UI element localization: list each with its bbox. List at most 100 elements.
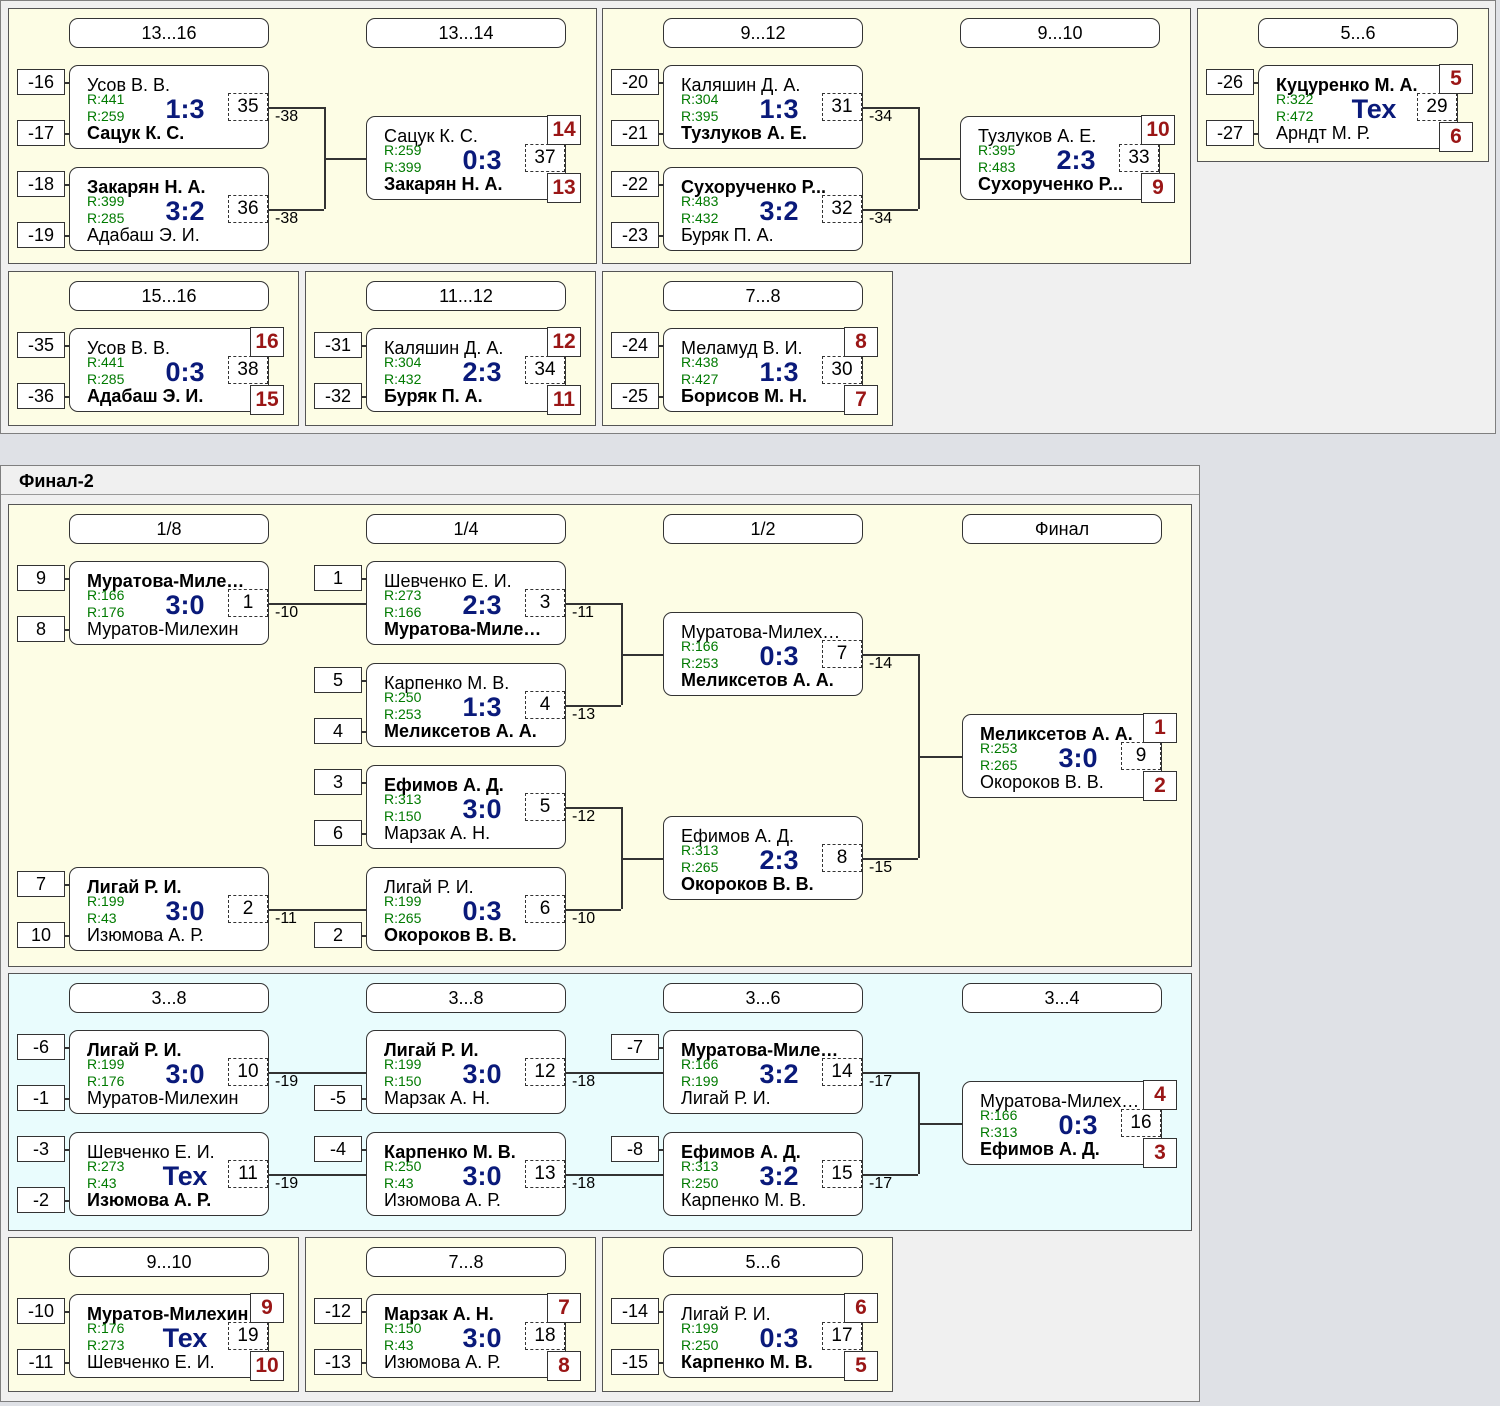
player-rating: R:265: [980, 757, 1018, 773]
player-name[interactable]: Ефимов А. Д.: [980, 1139, 1100, 1159]
bracket-line: [659, 1311, 663, 1313]
player-name[interactable]: Изюмова А. Р.: [384, 1190, 501, 1210]
player-name[interactable]: Окороков В. В.: [681, 874, 814, 894]
seed-box: -23: [611, 222, 659, 248]
seed-box: -24: [611, 332, 659, 358]
player-rating: R:441: [87, 354, 125, 370]
player-name[interactable]: Адабаш Э. И.: [87, 386, 204, 406]
match-number: 8: [822, 844, 862, 872]
match-score: 3:2: [759, 1161, 799, 1191]
player-name[interactable]: Карпенко М. В.: [681, 1352, 813, 1372]
bracket-line: [621, 654, 663, 656]
loser-destination: -38: [275, 210, 299, 227]
player-name[interactable]: Окороков В. В.: [980, 772, 1104, 792]
player-rating: R:43: [384, 1337, 414, 1353]
bracket-line: [362, 1311, 366, 1313]
round-label: 3...8: [69, 983, 269, 1013]
match-number: 7: [822, 640, 862, 668]
player-rating: R:313: [980, 1124, 1018, 1140]
seed-box: -22: [611, 171, 659, 197]
seed-box: -14: [611, 1298, 659, 1324]
loser-destination: -38: [275, 108, 299, 125]
player-name[interactable]: Шевченко Е. И.: [87, 1352, 215, 1372]
seed-box: 8: [17, 616, 65, 642]
player-rating: R:265: [681, 859, 719, 875]
player-name[interactable]: Муратов-Милехин: [87, 1088, 239, 1108]
player-name[interactable]: Закарян Н. А.: [384, 174, 503, 194]
player-name[interactable]: Муратова-Милехина: [384, 619, 550, 639]
player-name[interactable]: Адабаш Э. И.: [87, 225, 200, 245]
player-name[interactable]: Окороков В. В.: [384, 925, 517, 945]
round-label: 1/8: [69, 514, 269, 544]
bracket-line: [362, 935, 366, 937]
player-name[interactable]: Буряк П. А.: [384, 386, 483, 406]
player-name[interactable]: Меликсетов А. А.: [384, 721, 537, 741]
match-number: 36: [228, 195, 268, 223]
player-rating: R:199: [681, 1320, 719, 1336]
player-name[interactable]: Изюмова А. Р.: [87, 1190, 212, 1210]
bracket-line: [65, 82, 69, 84]
player-name[interactable]: Тузлуков А. Е.: [681, 123, 807, 143]
place-badge: 10: [250, 1351, 284, 1381]
player-name[interactable]: Арндт М. Р.: [1276, 123, 1371, 143]
player-rating: R:166: [87, 587, 125, 603]
bracket-line: [362, 1362, 366, 1364]
player-name[interactable]: Сухорученко Р...: [978, 174, 1123, 194]
player-name[interactable]: Сацук К. С.: [87, 123, 185, 143]
loser-destination: -19: [275, 1073, 299, 1090]
match-number: 11: [228, 1160, 268, 1188]
player-name[interactable]: Карпенко М. В.: [681, 1190, 807, 1210]
player-name[interactable]: Меликсетов А. А.: [681, 670, 834, 690]
player-rating: R:438: [681, 354, 719, 370]
bracket-line: [65, 133, 69, 135]
player-rating: R:43: [87, 1175, 117, 1191]
bracket-line: [362, 782, 366, 784]
loser-destination: -11: [275, 910, 297, 927]
place-badge: 14: [547, 115, 581, 145]
player-name[interactable]: Борисов М. Н.: [681, 386, 808, 406]
bracket-line: [566, 705, 621, 707]
place-badge: 6: [844, 1293, 878, 1323]
player-name[interactable]: Марзак А. Н.: [384, 1088, 491, 1108]
player-name[interactable]: Изюмова А. Р.: [384, 1352, 501, 1372]
bracket-line: [659, 133, 663, 135]
player-name[interactable]: Муратов-Милехин: [87, 619, 239, 639]
player-name[interactable]: Буряк П. А.: [681, 225, 774, 245]
player-name[interactable]: Лигай Р. И.: [681, 1088, 771, 1108]
match-score: 3:0: [165, 896, 205, 926]
round-label: 3...4: [962, 983, 1162, 1013]
player-name[interactable]: Изюмова А. Р.: [87, 925, 204, 945]
player-name[interactable]: Марзак А. Н.: [384, 823, 491, 843]
loser-destination: -12: [572, 808, 596, 825]
